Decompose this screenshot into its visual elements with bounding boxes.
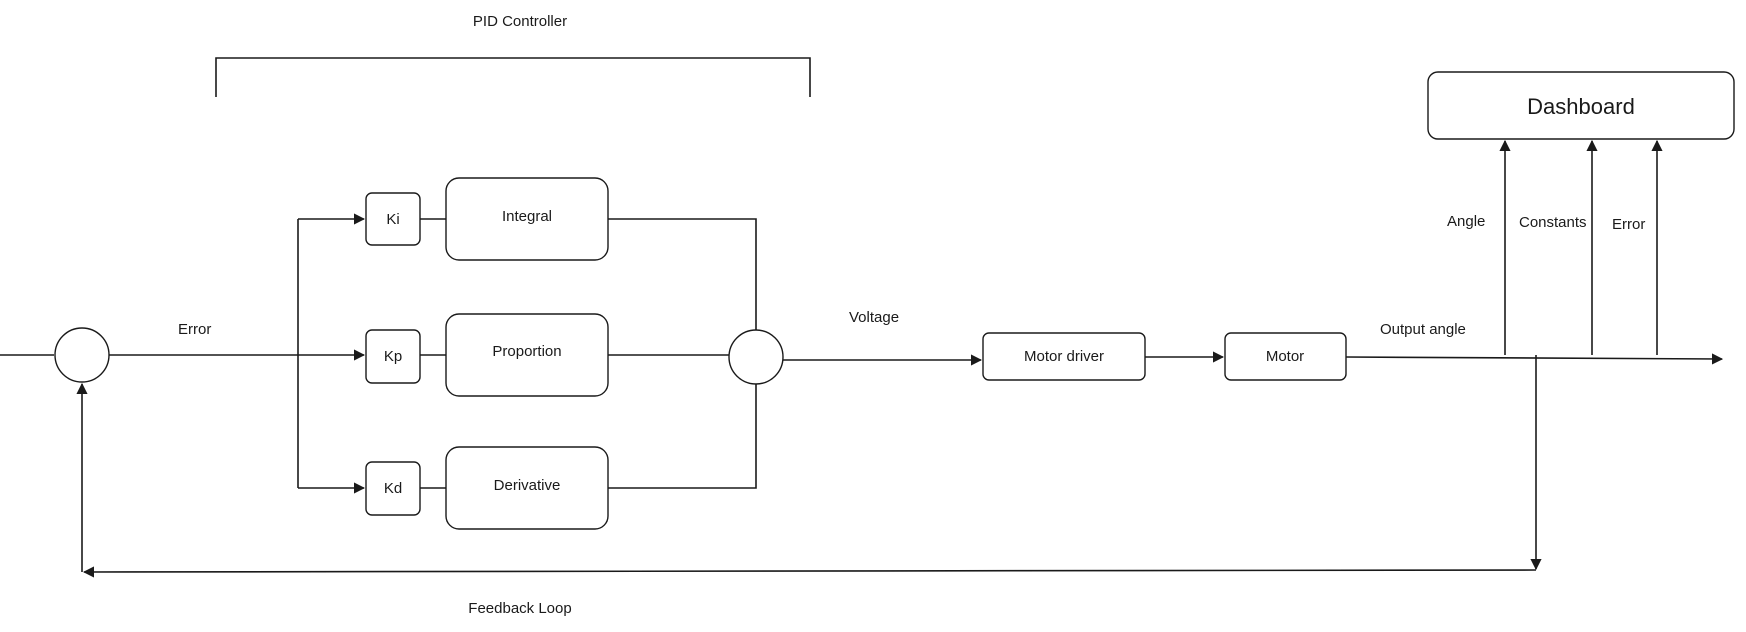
motor-block <box>1224 332 1347 381</box>
motor-label: Motor <box>1266 348 1304 365</box>
pid-controller-title: PID Controller <box>473 13 567 30</box>
output-angle-label: Output angle <box>1380 321 1466 338</box>
constants-label: Constants <box>1519 214 1587 231</box>
feedback-loop-label: Feedback Loop <box>468 600 571 617</box>
output-summing-junction <box>728 329 784 385</box>
output-angle-arrow <box>1345 353 1724 365</box>
dashboard-error-label: Error <box>1612 216 1645 233</box>
feedback-return-arrow <box>82 566 1537 578</box>
ki-label: Ki <box>386 211 399 228</box>
derivative-label: Derivative <box>494 477 561 494</box>
proportion-label: Proportion <box>492 343 561 360</box>
dashboard-label: Dashboard <box>1527 94 1635 119</box>
motor-driver-label: Motor driver <box>1024 348 1104 365</box>
integral-output-line <box>608 218 757 332</box>
pid-controller-bracket <box>215 57 811 97</box>
derivative-output-line <box>608 382 757 489</box>
kd-label: Kd <box>384 480 402 497</box>
integral-label: Integral <box>502 208 552 225</box>
summing-junction <box>54 327 110 383</box>
angle-label: Angle <box>1447 213 1485 230</box>
kp-block <box>365 329 421 384</box>
kp-label: Kp <box>384 348 402 365</box>
error-label: Error <box>178 321 211 338</box>
dashboard-block <box>1427 71 1735 140</box>
voltage-label: Voltage <box>849 309 899 326</box>
